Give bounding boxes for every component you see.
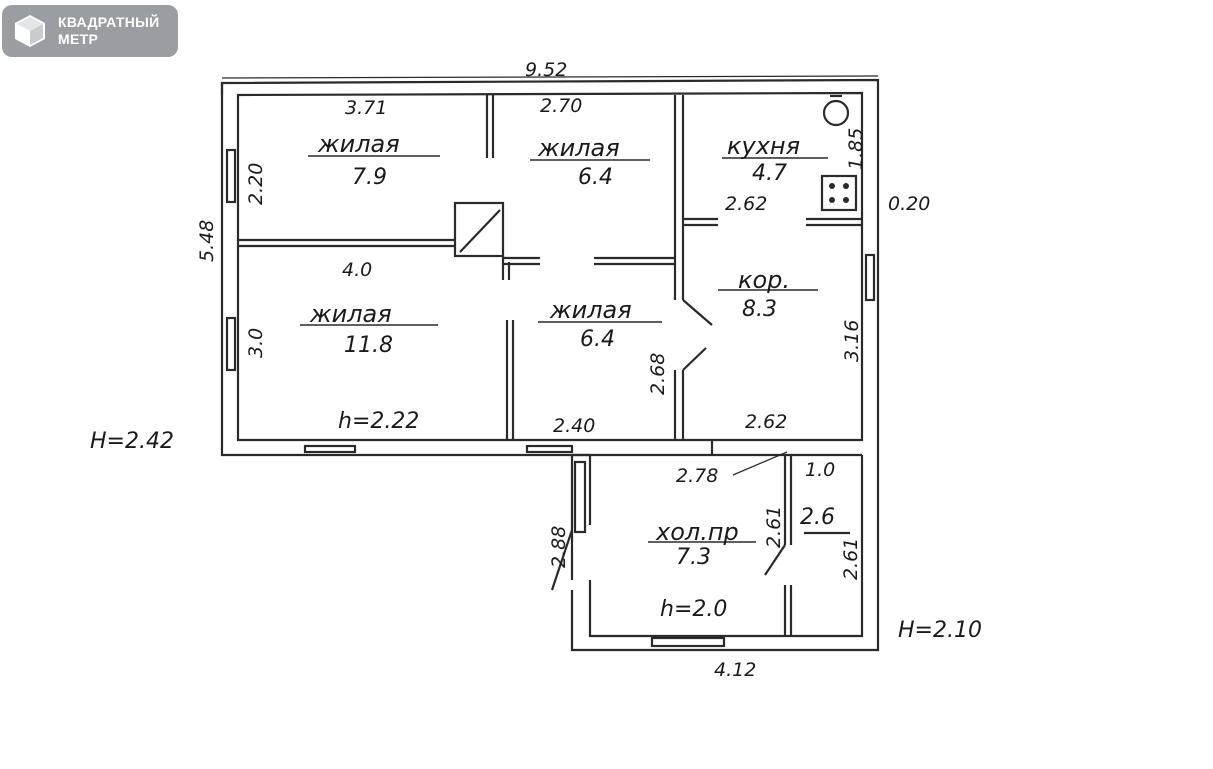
window-vestibule-bottom bbox=[650, 636, 726, 648]
room-name-4: жилая bbox=[549, 296, 632, 324]
dim-vestibule-bottom: 4.12 bbox=[714, 659, 756, 681]
window-bottom-2 bbox=[525, 444, 574, 454]
room-name-corridor: кор. bbox=[738, 266, 790, 294]
dim-overall-width: 9.52 bbox=[525, 59, 567, 81]
dim-small-room-depth: 2.61 bbox=[840, 538, 862, 580]
dim-door-width: 2.68 bbox=[647, 353, 669, 395]
logo-line-2: МЕТР bbox=[58, 31, 99, 47]
vestibule-outer-bottom bbox=[570, 455, 880, 652]
logo-line-1: КВАДРАТНЫЙ bbox=[58, 14, 160, 30]
room-name-kitchen: кухня bbox=[727, 132, 800, 160]
room-area-4: 6.4 bbox=[580, 327, 615, 352]
dim-vestibule-top: 2.78 bbox=[676, 465, 718, 487]
height-vestibule: h=2.0 bbox=[660, 597, 727, 622]
room-name-2: жилая bbox=[537, 134, 620, 162]
height-vestibule-house: H=2.10 bbox=[898, 618, 982, 643]
outer-wall-inner bbox=[236, 91, 864, 442]
room-area-1: 7.9 bbox=[352, 165, 387, 190]
logo[interactable]: КВАДРАТНЫЙ МЕТР bbox=[2, 5, 178, 57]
window-right bbox=[864, 253, 876, 302]
dim-room3-width: 4.0 bbox=[342, 259, 372, 281]
dim-vestibule-mid: 2.61 bbox=[763, 506, 785, 548]
room-area-2: 6.4 bbox=[578, 165, 613, 190]
dim-small-room-width: 1.0 bbox=[805, 459, 835, 481]
sink-icon bbox=[822, 99, 850, 127]
window-vestibule-left bbox=[573, 460, 587, 534]
height-main-house: H=2.42 bbox=[90, 429, 174, 454]
room-area-small: 2.6 bbox=[800, 505, 835, 530]
cube-logo-icon bbox=[15, 15, 45, 47]
kitchen-stove-icon bbox=[820, 174, 858, 212]
room-area-corridor: 8.3 bbox=[742, 297, 777, 322]
room-area-vestibule: 7.3 bbox=[676, 545, 711, 570]
dim-kitchen-width: 2.62 bbox=[725, 193, 767, 215]
dim-room1-width: 3.71 bbox=[345, 97, 387, 119]
height-main-room: h=2.22 bbox=[338, 409, 419, 434]
room-area-3: 11.8 bbox=[344, 333, 393, 358]
window-bottom-1 bbox=[303, 444, 357, 454]
dim-corridor-depth: 3.16 bbox=[841, 320, 863, 362]
dim-corridor-bottom: 2.62 bbox=[745, 411, 787, 433]
room-name-vestibule: хол.пр bbox=[655, 518, 739, 546]
dim-kitchen-depth: 1.85 bbox=[845, 128, 867, 170]
room-area-kitchen: 4.7 bbox=[752, 161, 787, 186]
top-dimension-line bbox=[221, 75, 879, 79]
dim-room3-depth: 3.0 bbox=[245, 328, 267, 358]
dim-room1-depth: 2.20 bbox=[245, 163, 267, 205]
dim-vestibule-left: 2.88 bbox=[548, 526, 570, 568]
logo-text: КВАДРАТНЫЙ МЕТР bbox=[58, 14, 160, 48]
room-name-3: жилая bbox=[309, 300, 392, 328]
walls bbox=[220, 75, 880, 652]
dim-wall-thickness: 0.20 bbox=[888, 193, 930, 215]
dim-room4-bottom: 2.40 bbox=[553, 415, 595, 437]
stove-block bbox=[453, 201, 505, 258]
room-name-1: жилая bbox=[317, 130, 400, 158]
window-left-bottom bbox=[225, 316, 237, 372]
dim-room2-width: 2.70 bbox=[540, 95, 582, 117]
dim-overall-depth: 5.48 bbox=[196, 220, 218, 262]
window-left-top bbox=[225, 148, 237, 204]
